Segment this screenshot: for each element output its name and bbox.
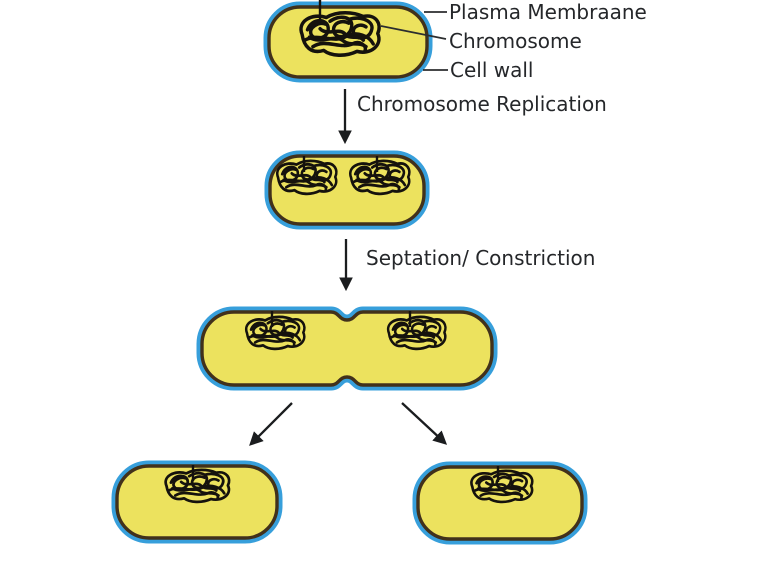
label-septation-constriction: Septation/ Constriction [366, 246, 596, 270]
arrow-to-daughter-left [249, 402, 293, 446]
label-chromosome-replication: Chromosome Replication [357, 92, 607, 116]
stage-1-parent-cell [263, 0, 433, 83]
label-chromosome: Chromosome [449, 29, 582, 53]
label-cell-wall: Cell wall [450, 58, 534, 82]
leader-line-chromosome [380, 25, 447, 40]
stage-4-daughter-cell-left [111, 460, 283, 544]
cell-body [268, 154, 426, 226]
label-plasma-membrane: Plasma Membraane [449, 0, 647, 24]
stage-3-septating-cell [196, 306, 498, 391]
cell-body [200, 310, 494, 387]
stage-5-daughter-cell-right [412, 461, 588, 545]
arrow-to-daughter-right [401, 402, 448, 445]
stage-2-replicated-cell [264, 150, 430, 230]
